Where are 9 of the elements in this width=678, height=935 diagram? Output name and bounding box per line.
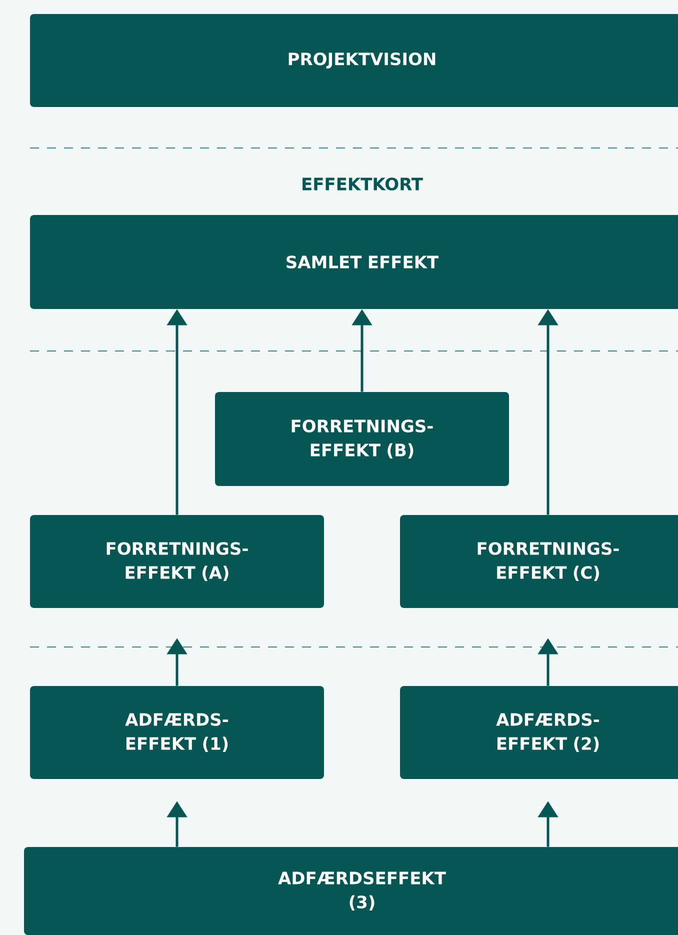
effect-box: SAMLET EFFEKT xyxy=(30,215,678,309)
effect-box: FORRETNINGS- EFFEKT (C) xyxy=(400,515,678,608)
effect-box: ADFÆRDSEFFEKT (3) xyxy=(24,847,678,935)
section-heading: EFFEKTKORT xyxy=(302,178,423,190)
effect-box: FORRETNINGS- EFFEKT (B) xyxy=(215,392,509,486)
effect-box: ADFÆRDS- EFFEKT (1) xyxy=(30,686,324,779)
effect-box: ADFÆRDS- EFFEKT (2) xyxy=(400,686,678,779)
effect-box: PROJEKTVISION xyxy=(30,14,678,107)
effect-box: FORRETNINGS- EFFEKT (A) xyxy=(30,515,324,608)
